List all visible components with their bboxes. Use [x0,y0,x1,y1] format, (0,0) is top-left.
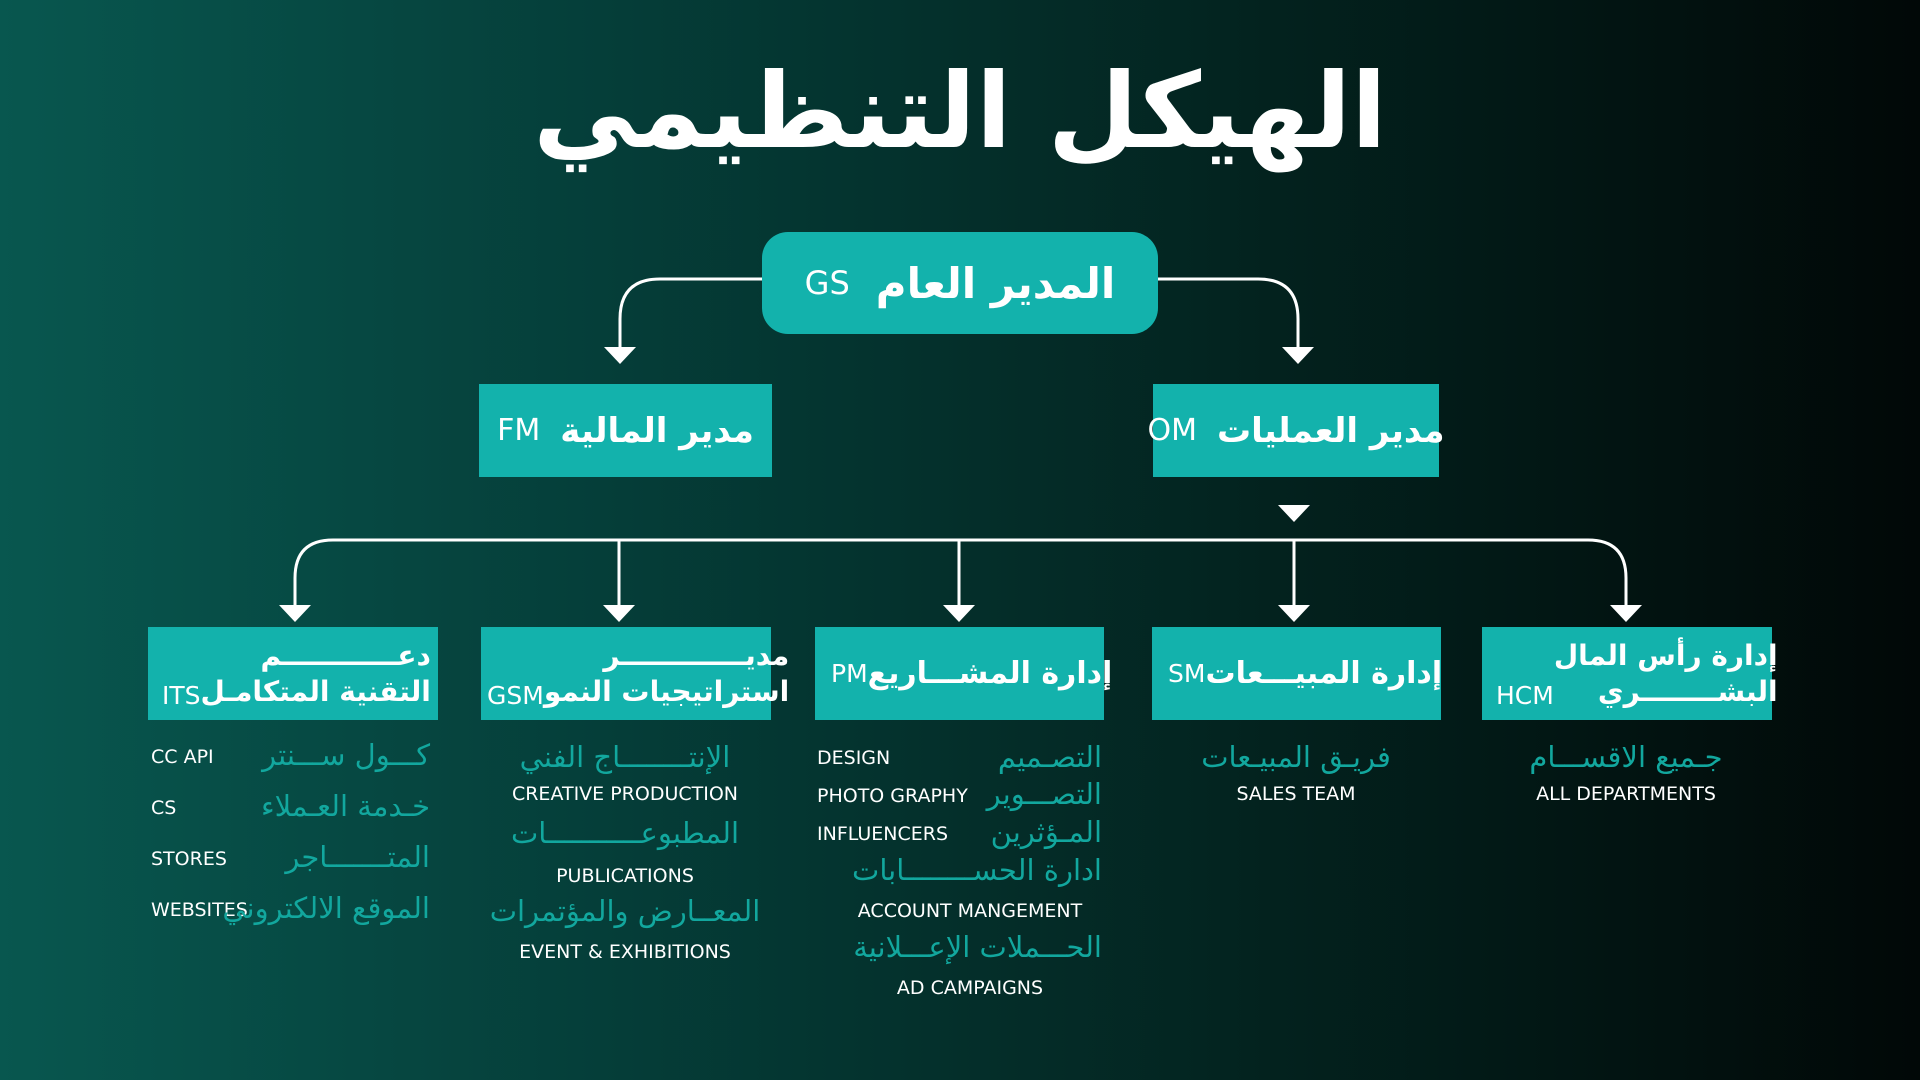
its-item-en: CS [151,797,177,819]
arrowhead [1610,605,1642,622]
dept-its-label-line1: دعــــــــــــم [260,639,431,672]
its-item-ar: الموقع الالكتروني [222,891,430,925]
gsm-item-en: CREATIVE PRODUCTION [511,783,739,805]
dept-its-box: ITS دعــــــــــــم التقنية المتكامـل [148,627,438,720]
gsm-item-ar: الإنتــــــــاج الفني [519,740,731,774]
dept-sm-box: SM إدارة المبيـــعات [1152,627,1443,720]
its-item-en: WEBSITES [151,899,248,921]
pm-item-ar: التصـــوير [986,777,1102,811]
dept-hcm-label: إدارة رأس المال البشــــــــري [1554,638,1778,710]
operations-manager-box: OM مدير العمليات [1147,384,1445,477]
arrowhead [1278,505,1310,522]
pm-item-ar: التصـميم [997,740,1102,774]
dept-hcm-code: HCM [1496,681,1554,710]
pm-item-ar: المـؤثرين [990,815,1102,849]
hcm-item-en: ALL DEPARTMENTS [1536,783,1716,805]
sm-item-en: SALES TEAM [1236,783,1356,805]
pm-item-ar: الحـــملات الإعـــلانية [853,930,1102,964]
pm-item-en: AD CAMPAIGNS [896,977,1044,999]
pm-item-ar: ادارة الحســــــــابات [852,853,1102,887]
its-item-ar: المتـــــــاجر [285,840,430,874]
its-item-ar: كـــول ســـنتر [262,738,430,772]
dept-gsm-label-line2: استراتيجيات النمو [543,675,790,708]
arrowhead [1278,605,1310,622]
pm-item-en: INFLUENCERS [817,823,949,845]
finance-manager-code: FM [497,413,541,448]
gsm-item-ar: المعــارض والمؤتمرات [489,894,761,928]
arrowhead [279,605,311,622]
dept-sm-label: إدارة المبيـــعات [1205,655,1443,691]
dept-hcm-label-line2: البشــــــــري [1597,675,1778,708]
dept-sm-code: SM [1168,659,1206,688]
page-title: الهيكل التنظيمي [533,50,1387,172]
operations-manager-label: مدير العمليات [1216,410,1445,451]
gsm-item-en: PUBLICATIONS [556,865,694,887]
arrowhead [603,605,635,622]
dept-gsm-label: مديـــــــــــــر استراتيجيات النمو [544,638,789,710]
finance-manager-label: مدير المالية [560,410,754,451]
arrowhead [604,347,636,364]
its-item-en: STORES [151,848,227,870]
its-item-ar: خـدمة العـملاء [260,789,430,823]
dept-gsm-label-line1: مديـــــــــــــر [603,639,790,672]
general-manager-box: GS المدير العام [762,232,1158,334]
dept-its-label: دعــــــــــــم التقنية المتكامـل [201,638,431,710]
dept-pm-box: PM إدارة المشـــاريع [815,627,1112,720]
dept-pm-label: إدارة المشـــاريع [867,655,1113,691]
finance-manager-box: FM مدير المالية [479,384,772,477]
arrowhead [1282,347,1314,364]
dept-pm-code: PM [831,659,868,688]
dept-its-code: ITS [162,681,201,710]
dept-hcm-label-line1: إدارة رأس المال [1553,639,1778,672]
general-manager-code: GS [804,264,850,302]
dept-its-label-line2: التقنية المتكامـل [200,675,431,708]
pm-item-en: DESIGN [817,747,891,769]
arrowhead [943,605,975,622]
gsm-item-en: EVENT & EXHIBITIONS [519,941,731,963]
pm-item-en: PHOTO GRAPHY [817,785,968,807]
pm-item-en: ACCOUNT MANGEMENT [857,900,1083,922]
gsm-item-ar: المطبوعـــــــــــات [510,816,740,850]
dept-gsm-box: GSM مديـــــــــــــر استراتيجيات النمو [481,627,789,720]
sm-item-ar: فريـق المبيـعات [1201,740,1391,774]
its-item-en: CC API [151,746,214,768]
operations-manager-code: OM [1147,413,1197,448]
general-manager-label: المدير العام [875,258,1116,308]
dept-hcm-box: HCM إدارة رأس المال البشــــــــري [1482,627,1778,720]
hcm-item-ar: جـميع الاقســـام [1529,740,1723,774]
dept-gsm-code: GSM [487,681,544,710]
